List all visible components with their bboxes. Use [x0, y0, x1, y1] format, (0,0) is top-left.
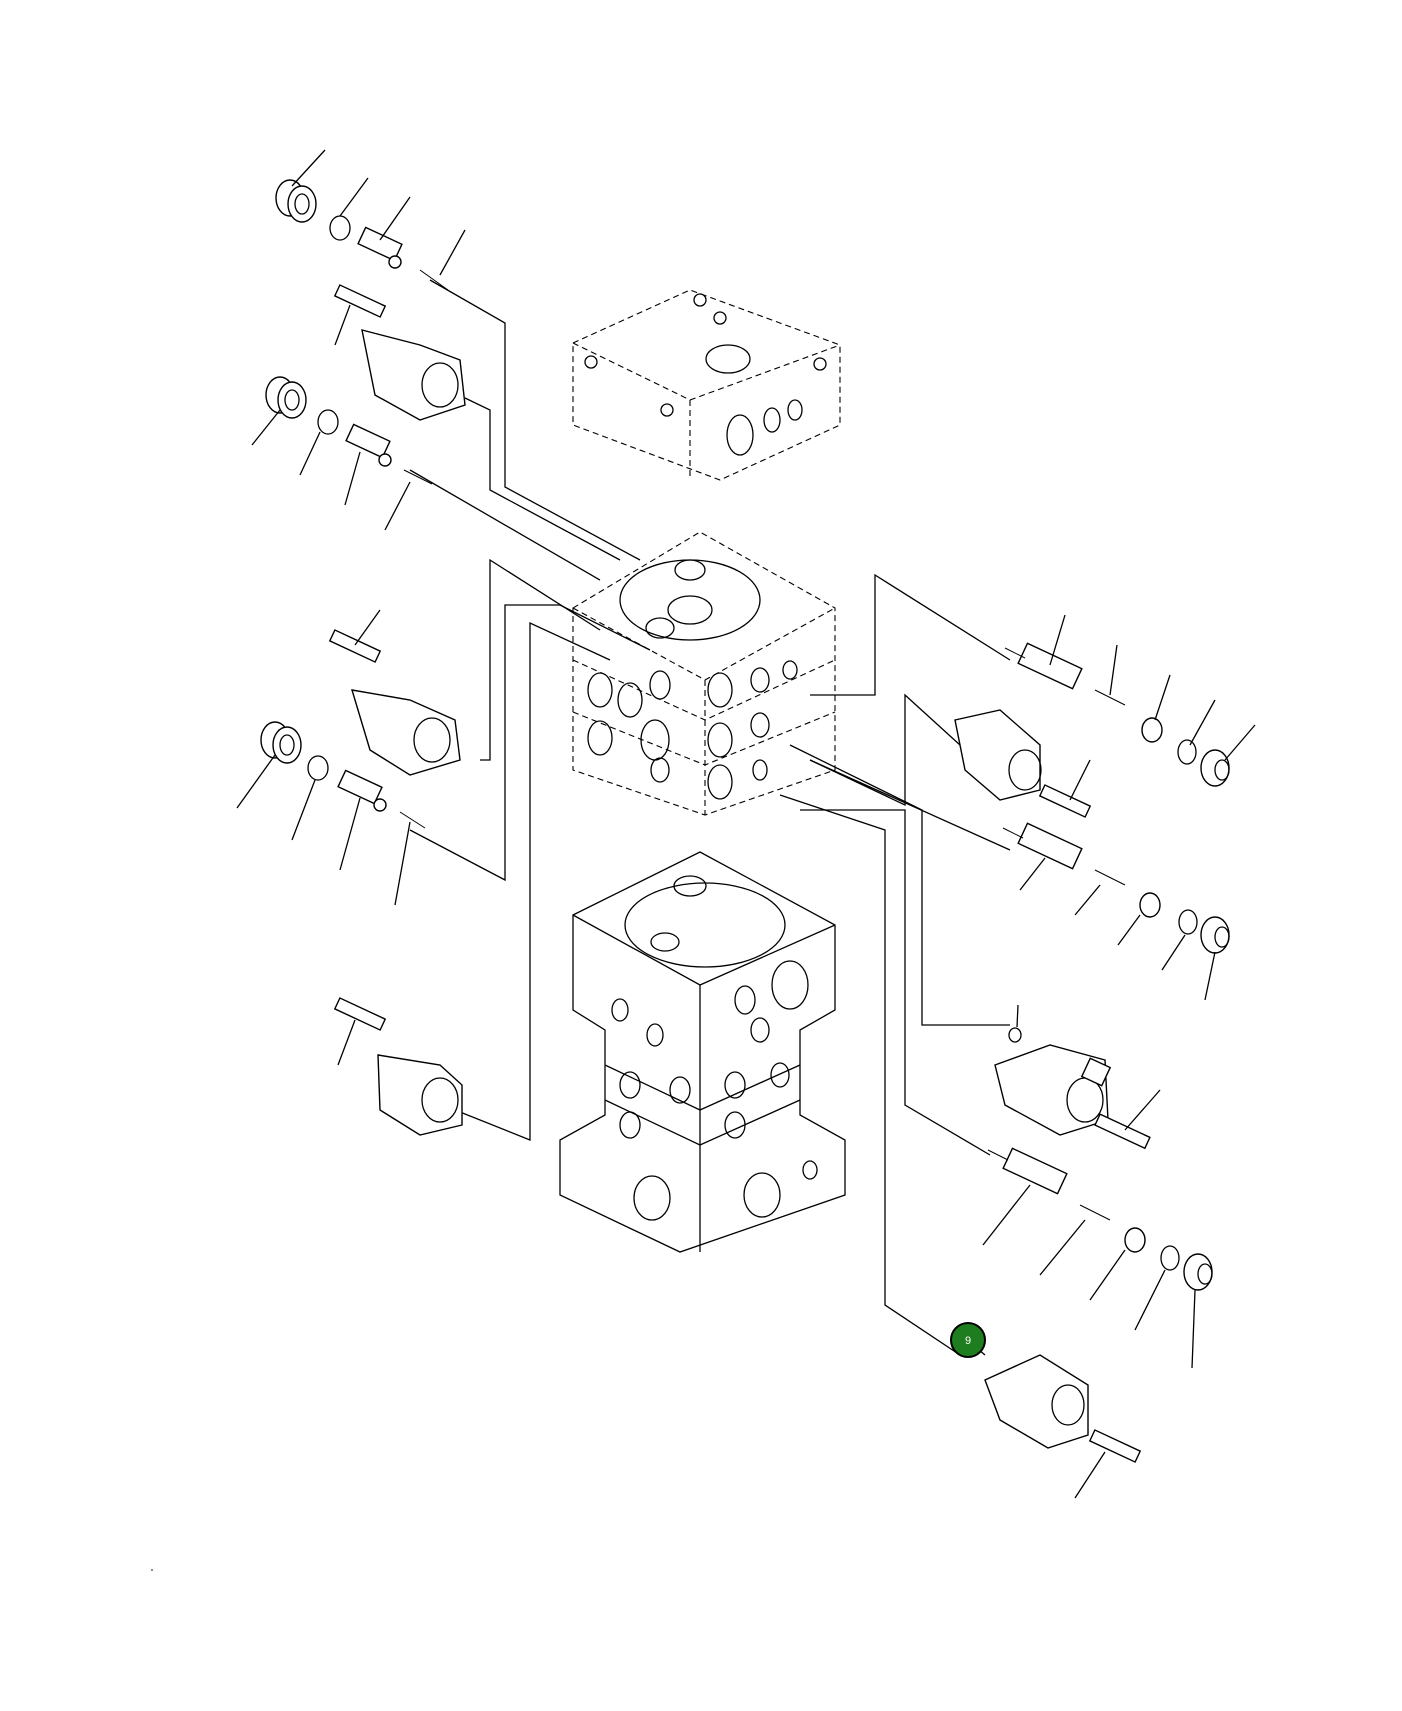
callout-9[interactable]: 9	[950, 1322, 986, 1358]
right-row-4-parts	[982, 1147, 1213, 1369]
stray-dot	[151, 1569, 153, 1571]
right-row-2-parts	[1002, 822, 1230, 1001]
left-row-3-parts	[236, 609, 461, 906]
left-row-2-parts	[251, 376, 433, 531]
connection-lines	[409, 279, 1011, 1356]
left-row-4-parts	[333, 997, 463, 1136]
right-row-3-parts	[994, 1004, 1161, 1150]
lower-valve-stack	[559, 851, 846, 1253]
callout-9-badge[interactable]	[950, 1322, 986, 1358]
top-cover-block	[572, 289, 841, 481]
callout-9-label: 9	[965, 1335, 971, 1347]
left-row-1-parts	[275, 149, 466, 421]
right-row-1-parts	[954, 614, 1256, 818]
right-row-5-parts	[964, 1337, 1142, 1499]
middle-valve-block	[572, 531, 836, 816]
